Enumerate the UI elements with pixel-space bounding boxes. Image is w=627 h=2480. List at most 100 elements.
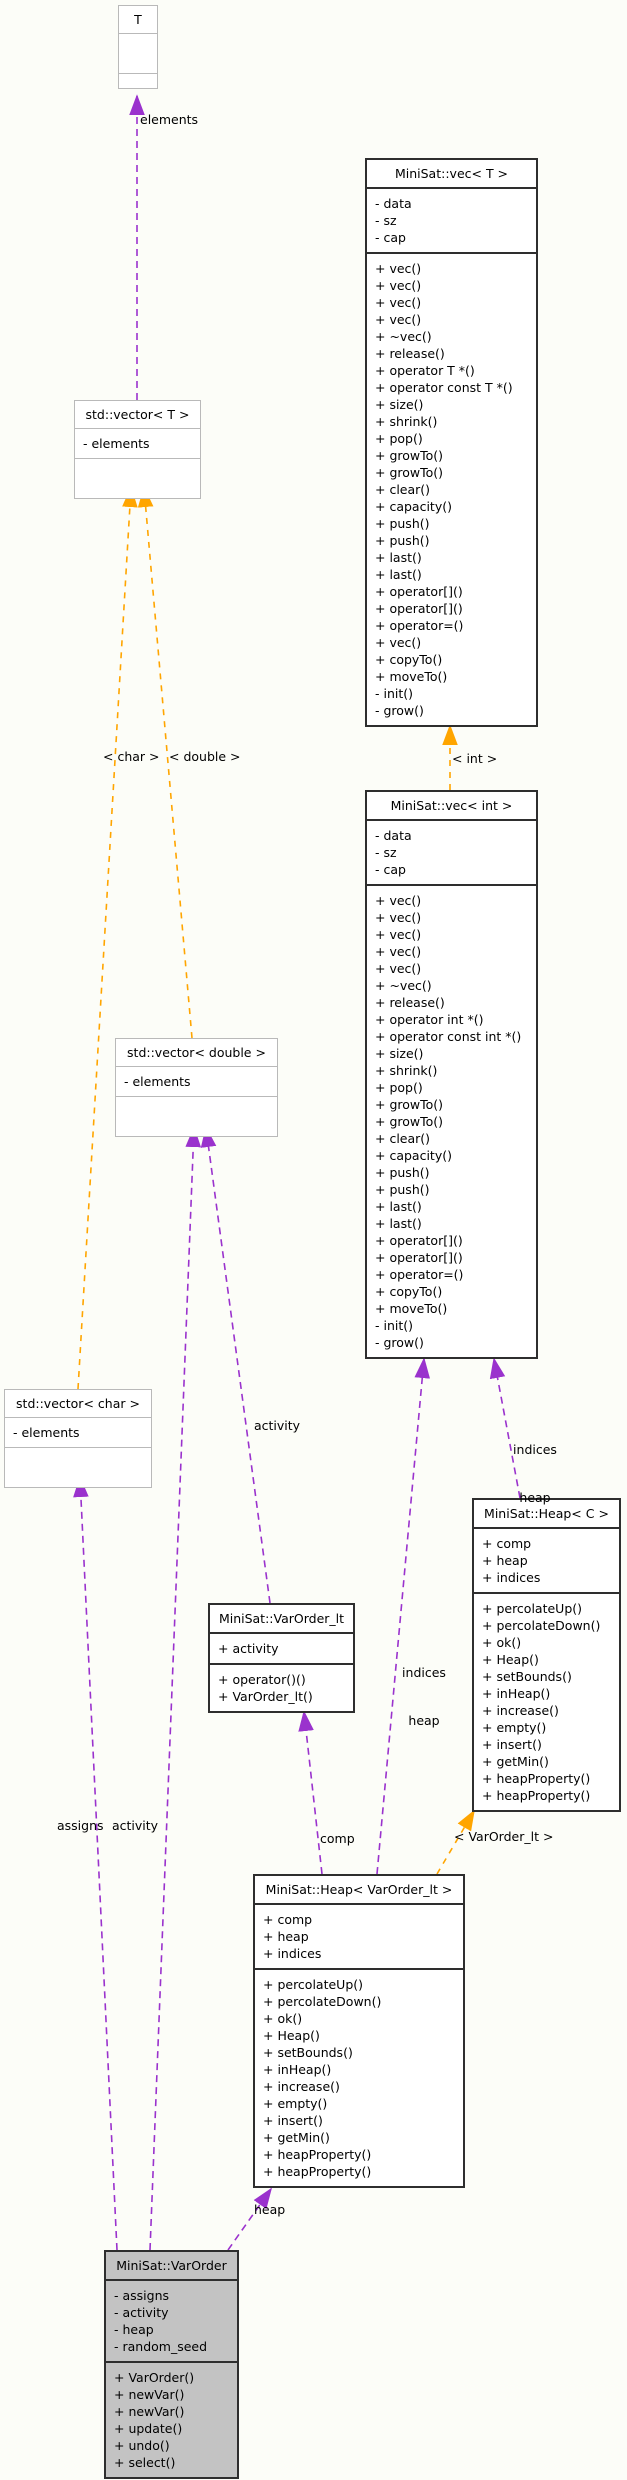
method: + push() [375, 1182, 430, 1197]
method: + growTo() [375, 1097, 444, 1112]
method: + ok() [482, 1635, 522, 1650]
edge-indices-heap-heapvol [376, 1357, 431, 1875]
method: + operator const T *() [375, 380, 513, 395]
class-node-minisat-heap-varorder-lt[interactable]: MiniSat::Heap< VarOrder_lt > + comp+ hea… [253, 1874, 465, 2188]
method: - init() [375, 1318, 414, 1333]
edge-label-activity-upper: activity [254, 1418, 301, 1433]
method: + vec() [375, 893, 422, 908]
method: + heapProperty() [482, 1771, 591, 1786]
method: + growTo() [375, 448, 444, 463]
method: + newVar() [114, 2387, 185, 2402]
edge-label-template-int: < int > [452, 751, 498, 766]
method: + vec() [375, 261, 422, 276]
method: + operator[]() [375, 584, 463, 599]
class-title: std::vector< char > [16, 1396, 140, 1411]
attribute: - sz [375, 213, 397, 228]
attributes-compartment: - assigns - activity - heap - random_seed [106, 2279, 237, 2361]
method: + clear() [375, 482, 431, 497]
attribute: - data [375, 196, 412, 211]
attribute: - assigns [114, 2288, 170, 2303]
attribute: - activity [114, 2305, 169, 2320]
method: + undo() [114, 2438, 170, 2453]
method: + operator=() [375, 1267, 464, 1282]
method: + capacity() [375, 1148, 452, 1163]
method: + vec() [375, 910, 422, 925]
attribute: - cap [375, 230, 406, 245]
edge-label-template-double: < double > [169, 749, 241, 764]
methods-compartment: + percolateUp()+ percolateDown()+ ok()+ … [255, 1968, 463, 2186]
method: + vec() [375, 961, 422, 976]
attributes-compartment: + activity [210, 1632, 353, 1663]
method: + shrink() [375, 414, 438, 429]
method: + heapProperty() [263, 2147, 372, 2162]
method: + getMin() [263, 2130, 330, 2145]
attribute: + comp [263, 1912, 313, 1927]
method: + Heap() [263, 2028, 320, 2043]
attribute: - heap [114, 2322, 154, 2337]
method: - grow() [375, 703, 424, 718]
attribute: - random_seed [114, 2339, 208, 2354]
method: + insert() [482, 1737, 542, 1752]
method: - grow() [375, 1335, 424, 1350]
edge-label-elements: elements [140, 112, 199, 127]
method: + last() [375, 550, 422, 565]
method: + ~vec() [375, 978, 432, 993]
method: + clear() [375, 1131, 431, 1146]
edge-label-heap: heap [408, 1713, 440, 1728]
attribute: - elements [124, 1074, 191, 1089]
method: + last() [375, 1199, 422, 1214]
attribute: + indices [482, 1570, 541, 1585]
attributes-compartment: + comp+ heap+ indices [255, 1903, 463, 1968]
attribute: + heap [263, 1929, 309, 1944]
method: + last() [375, 1216, 422, 1231]
method: + percolateUp() [263, 1977, 364, 1992]
class-node-minisat-varorder[interactable]: MiniSat::VarOrder - assigns- activity- h… [104, 2250, 239, 2479]
class-node-std-vector-t[interactable]: std::vector< T > - elements [74, 400, 201, 499]
method: + operator()() [218, 1672, 306, 1687]
class-node-minisat-vec-int[interactable]: MiniSat::vec< int > - data- sz- cap + ve… [365, 790, 538, 1359]
attributes-compartment: - elements [5, 1417, 151, 1447]
method: + operator[]() [375, 1250, 463, 1265]
method: + vec() [375, 944, 422, 959]
edge-label-activity-long: activity [112, 1818, 159, 1833]
method: + insert() [263, 2113, 323, 2128]
method: + vec() [375, 312, 422, 327]
class-node-std-vector-double[interactable]: std::vector< double > - elements [115, 1038, 278, 1137]
empty-attributes-compartment [119, 33, 157, 73]
method: + empty() [482, 1720, 547, 1735]
attribute: - data [375, 828, 412, 843]
edge-activity-varorder [149, 1126, 202, 2251]
method: + operator const int *() [375, 1029, 522, 1044]
method: + copyTo() [375, 1284, 443, 1299]
method: + ok() [263, 2011, 303, 2026]
class-node-minisat-vec-t[interactable]: MiniSat::vec< T > - data- sz- cap + vec(… [365, 158, 538, 727]
empty-methods-compartment [116, 1096, 277, 1136]
method: + vec() [375, 278, 422, 293]
class-node-t[interactable]: T [118, 5, 158, 89]
method: + empty() [263, 2096, 328, 2111]
methods-compartment: + operator()()+ VarOrder_lt() [210, 1663, 353, 1711]
method: + operator T *() [375, 363, 475, 378]
method: - init() [375, 686, 414, 701]
attribute: - sz [375, 845, 397, 860]
method: + setBounds() [263, 2045, 353, 2060]
class-node-std-vector-char[interactable]: std::vector< char > - elements [4, 1389, 152, 1488]
method: + pop() [375, 431, 423, 446]
attribute: + activity [218, 1641, 279, 1656]
method: + growTo() [375, 1114, 444, 1129]
class-node-minisat-heap-c[interactable]: MiniSat::Heap< C > + comp+ heap+ indices… [472, 1498, 621, 1812]
empty-methods-compartment [75, 458, 200, 498]
method: + percolateUp() [482, 1601, 583, 1616]
method: + heapProperty() [263, 2164, 372, 2179]
class-title: std::vector< T > [85, 407, 190, 422]
class-node-minisat-varorder-lt[interactable]: MiniSat::VarOrder_lt + activity + operat… [208, 1603, 355, 1713]
method: + moveTo() [375, 669, 448, 684]
method: + capacity() [375, 499, 452, 514]
method: + push() [375, 1165, 430, 1180]
method: + vec() [375, 927, 422, 942]
attributes-compartment: - elements [75, 428, 200, 458]
method: + percolateDown() [482, 1618, 601, 1633]
attribute: - elements [13, 1425, 80, 1440]
method: + VarOrder() [114, 2370, 195, 2385]
